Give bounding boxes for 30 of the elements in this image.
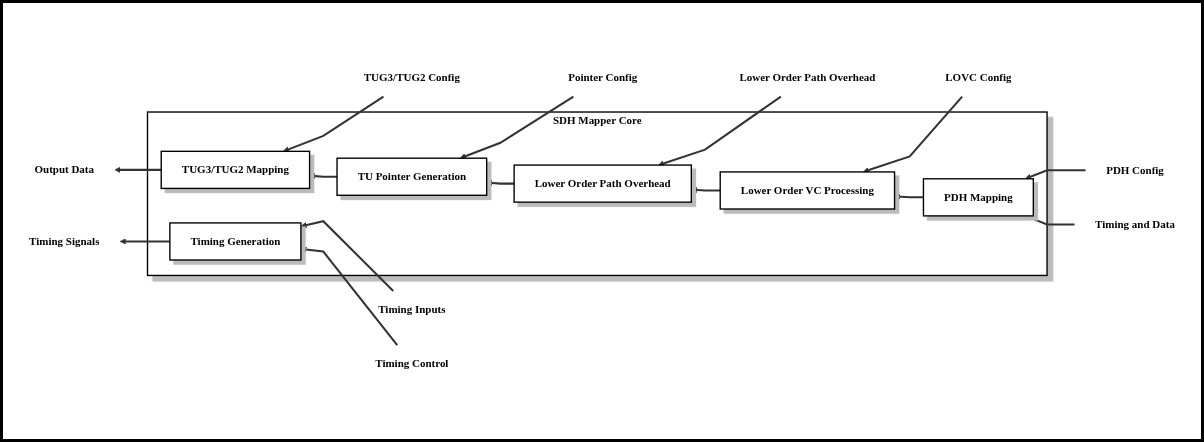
node-text: PDH Config bbox=[1106, 164, 1164, 176]
arrow bbox=[300, 220, 394, 292]
node-text: Timing Signals bbox=[29, 235, 100, 248]
arrow bbox=[309, 173, 338, 180]
arrow bbox=[894, 193, 924, 200]
node-box: TUG3/TUG2 Mapping bbox=[160, 150, 311, 190]
arrow bbox=[119, 238, 170, 245]
arrow bbox=[1025, 169, 1086, 180]
node-box: TU Pointer Generation bbox=[336, 157, 488, 197]
arrow bbox=[114, 167, 162, 174]
node-box: Lower Order Path Overhead bbox=[513, 164, 692, 203]
node-text: Pointer Config bbox=[568, 71, 638, 84]
node-box: PDH Mapping bbox=[922, 178, 1034, 217]
node-text: Timing and Data bbox=[1095, 218, 1175, 231]
node-text: TUG3/TUG2 Config bbox=[363, 71, 460, 84]
arrow bbox=[862, 96, 963, 174]
node-text: LOVC Config bbox=[945, 71, 1012, 84]
node-box: Timing Generation bbox=[169, 222, 302, 261]
node-text: Output Data bbox=[34, 163, 95, 176]
node-text: Timing Inputs bbox=[378, 303, 446, 316]
node-text: Timing Control bbox=[375, 357, 449, 370]
arrow bbox=[658, 95, 782, 167]
arrow bbox=[486, 180, 515, 187]
arrow bbox=[283, 95, 385, 153]
arrow bbox=[300, 246, 398, 346]
node-text: Lower Order Path Overhead bbox=[739, 71, 876, 84]
arrow bbox=[459, 95, 574, 160]
arrow bbox=[691, 187, 721, 194]
arrow bbox=[1025, 215, 1075, 226]
node-box: Lower Order VC Processing bbox=[719, 171, 896, 210]
